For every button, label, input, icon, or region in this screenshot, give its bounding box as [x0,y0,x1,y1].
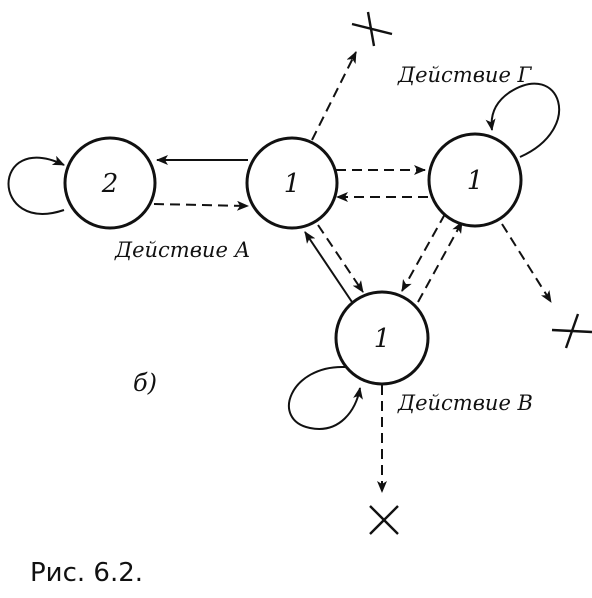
edge-bottom-to-right [417,221,463,303]
node-2-label: 2 [101,169,119,199]
edge-bottom-to-center [304,231,353,303]
action-v-label: Действие В [397,391,533,415]
self-loop-node-bottom [288,365,363,430]
node-2: 2 [63,136,157,230]
exit-cross-bottom [369,505,399,535]
node-bottom: 1 [334,290,430,386]
edge-right-to-bottom [401,213,446,292]
node-bottom-label: 1 [374,324,391,354]
self-loop-node-right [485,82,560,158]
figure-caption: Рис. 6.2. [30,558,144,588]
node-right: 1 [427,132,523,228]
action-a-label: Действие А [114,238,250,262]
action-g-label: Действие Г [397,63,533,87]
self-loop-node-2 [7,155,65,215]
exit-cross-top [351,11,393,47]
edge-2-to-center [153,200,249,211]
node-center-label: 1 [284,169,301,199]
edge-right-to-exit-right [501,223,552,303]
edge-center-to-exit-top [311,51,357,141]
node-right-label: 1 [467,166,484,196]
part-label: б) [133,369,157,397]
exit-cross-right [551,313,592,349]
edge-center-to-bottom [317,224,364,293]
node-center: 1 [245,136,339,230]
